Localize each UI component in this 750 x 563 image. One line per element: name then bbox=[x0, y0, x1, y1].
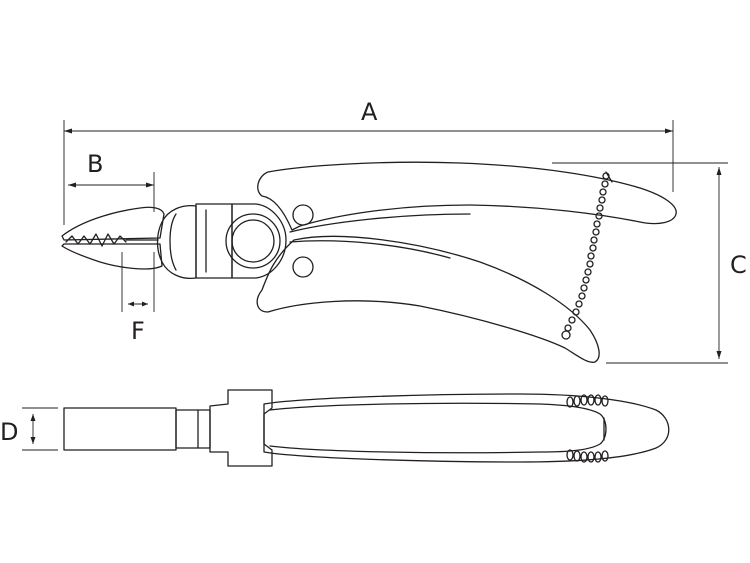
top-view-neck bbox=[175, 409, 211, 449]
top-view-handle-inner bbox=[269, 402, 607, 454]
pivot-bolt bbox=[225, 213, 281, 269]
jaw-lower bbox=[61, 243, 163, 270]
jaw-upper bbox=[61, 206, 165, 241]
lower-rivet bbox=[292, 256, 314, 278]
pivot-bolt-inner bbox=[231, 219, 275, 263]
pliers-side-view bbox=[61, 161, 677, 363]
top-view-pivot bbox=[209, 389, 273, 467]
handle-inner-line-lower bbox=[289, 240, 451, 259]
dimension-a bbox=[63, 120, 674, 225]
dimension-label-d: D bbox=[0, 418, 18, 446]
dimension-f bbox=[121, 252, 155, 312]
pliers-top-view bbox=[63, 389, 670, 467]
top-view-body bbox=[63, 407, 177, 451]
dimension-c bbox=[552, 162, 728, 364]
cutter-bevel bbox=[169, 213, 177, 271]
handle-inner-line-upper bbox=[289, 213, 471, 233]
dimension-label-a: A bbox=[361, 98, 378, 126]
dimension-b bbox=[68, 172, 155, 212]
top-view-chain-lower bbox=[566, 449, 609, 463]
jaw-serrations bbox=[65, 233, 127, 247]
upper-rivet bbox=[292, 204, 314, 226]
ball-chain bbox=[561, 172, 610, 340]
pivot-housing bbox=[231, 203, 287, 279]
lower-handle bbox=[256, 235, 600, 363]
dimension-label-c: C bbox=[730, 251, 747, 279]
chain-anchor-line bbox=[605, 171, 613, 183]
dimension-d bbox=[22, 407, 58, 451]
top-view-chain-upper bbox=[566, 394, 609, 408]
top-view-handle bbox=[263, 393, 670, 463]
upper-handle bbox=[257, 161, 677, 231]
dimension-label-f: F bbox=[131, 317, 145, 345]
dimension-label-b: B bbox=[87, 150, 103, 178]
